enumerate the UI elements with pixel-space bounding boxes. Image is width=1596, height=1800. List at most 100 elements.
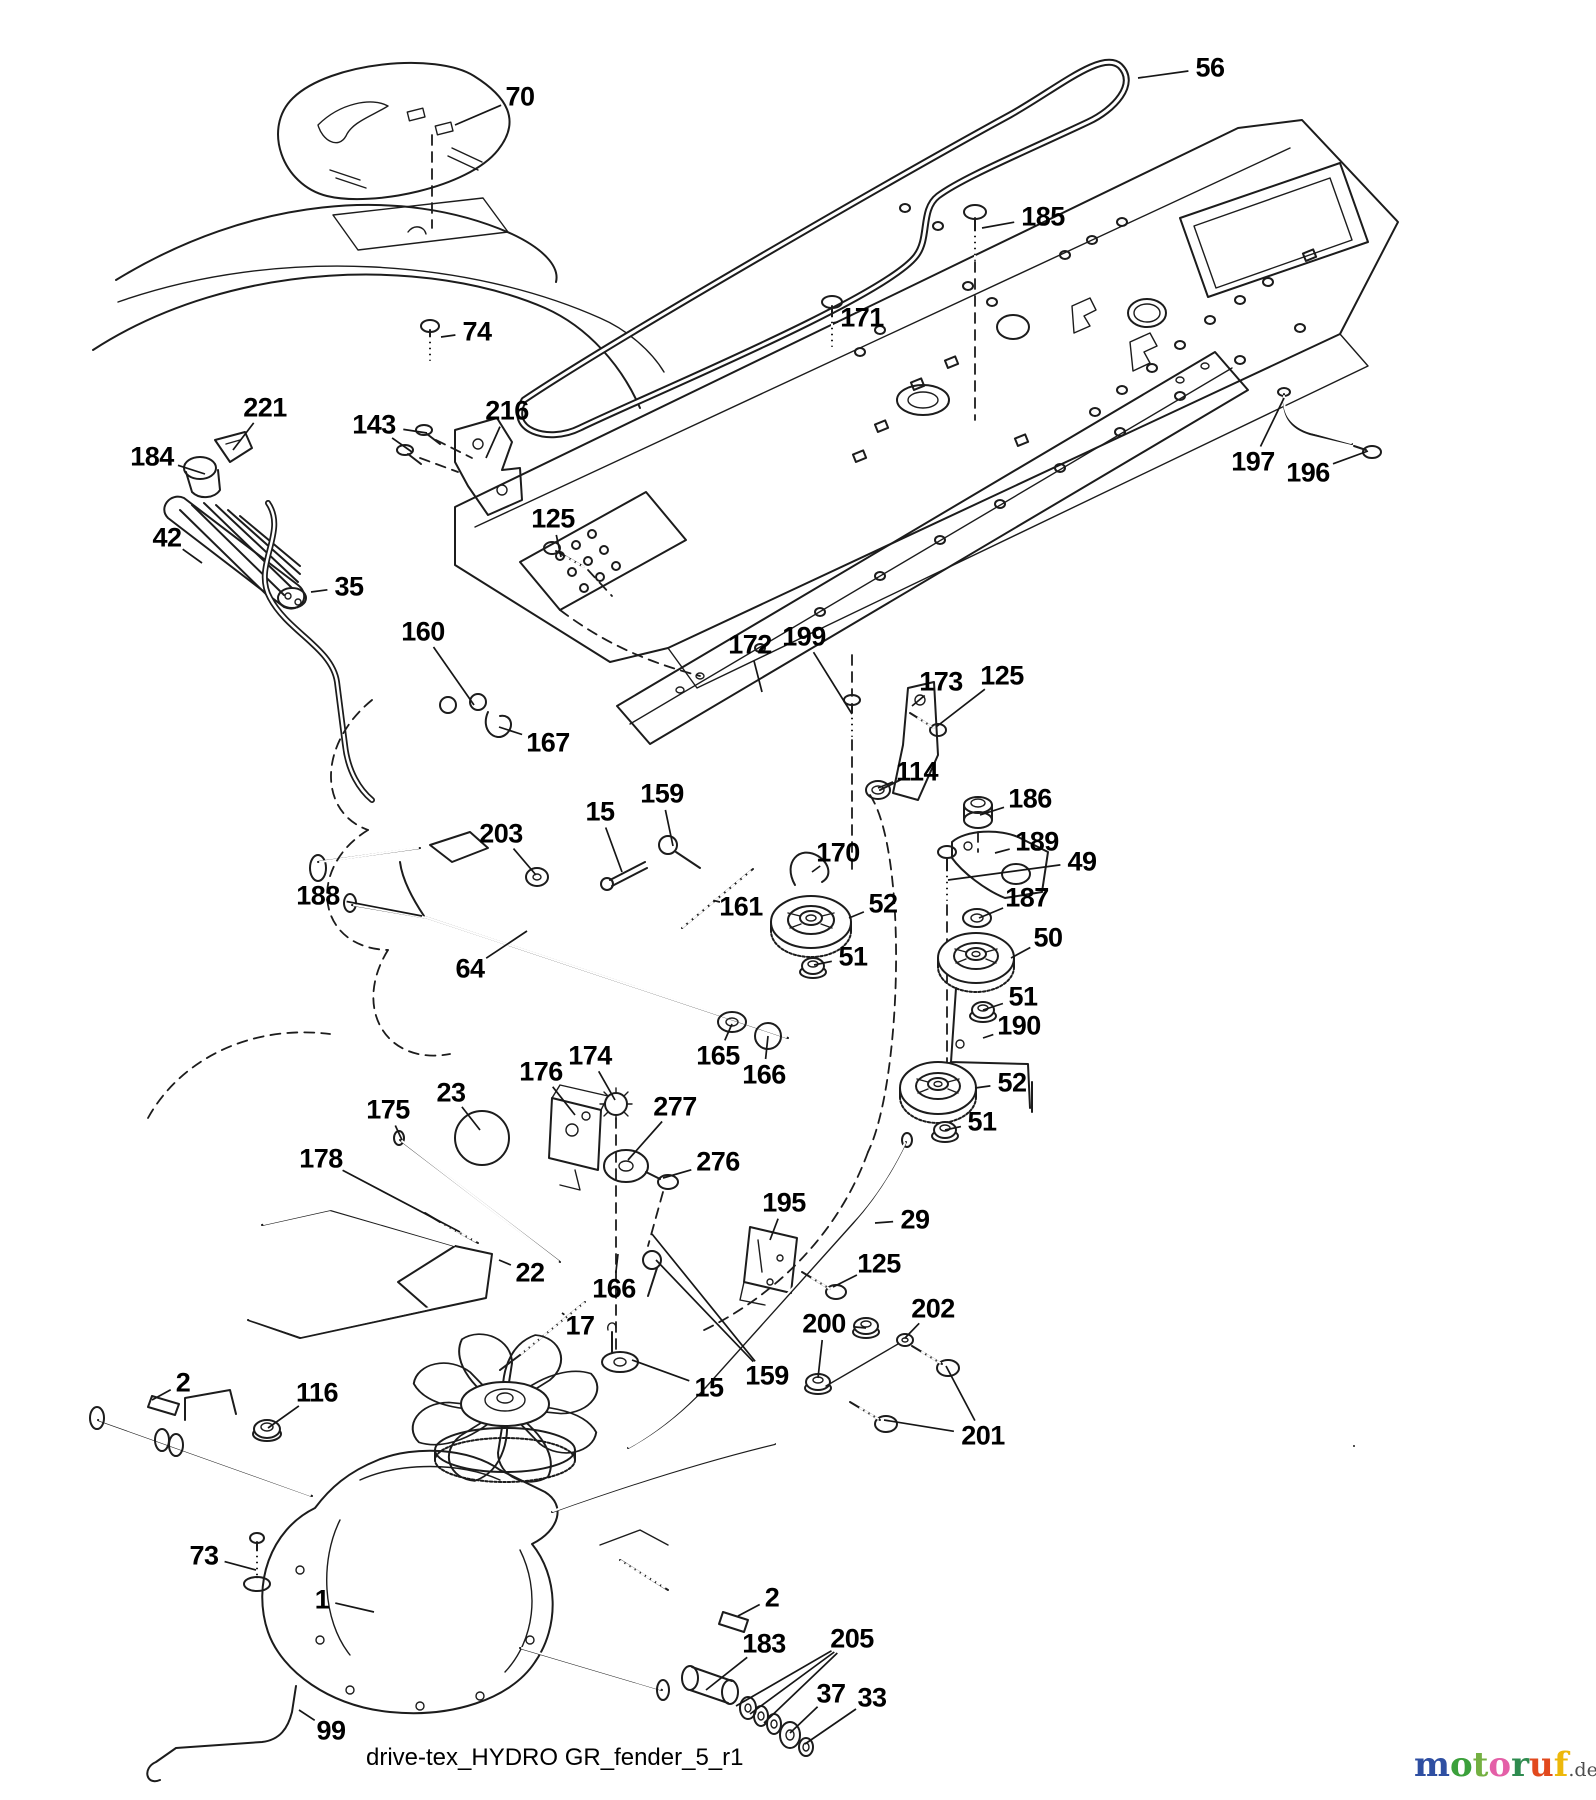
part-callout-56: 56 [1195, 52, 1225, 83]
part-callout-1: 1 [314, 1584, 330, 1615]
part-callout-2: 2 [764, 1582, 780, 1613]
leader-line-200 [853, 1326, 867, 1329]
part-callout-277: 277 [653, 1091, 697, 1122]
drive-belt [516, 58, 1130, 439]
leader-line-172 [753, 660, 763, 693]
part-callout-185: 185 [1021, 201, 1065, 232]
leader-line-165 [724, 1023, 733, 1041]
motoruf-logo[interactable]: motoruf.de [1414, 1748, 1596, 1782]
leader-line-50 [1010, 946, 1031, 959]
leader-line-51 [813, 960, 832, 966]
leader-line-2 [151, 1388, 172, 1401]
leader-line-37 [789, 1706, 819, 1734]
construction-dashes [147, 609, 897, 1333]
leader-line-276 [662, 1168, 692, 1179]
fender-console-artwork [92, 62, 665, 409]
front-channel [616, 351, 1249, 745]
part-callout-187: 187 [1005, 882, 1049, 913]
part-callout-143: 143 [352, 409, 396, 440]
part-callout-276: 276 [696, 1146, 740, 1177]
leader-line-15 [631, 1359, 690, 1382]
leader-line-22 [498, 1259, 512, 1266]
part-callout-125: 125 [980, 660, 1024, 691]
leader-line-99 [298, 1709, 316, 1722]
leader-line-70 [454, 104, 502, 126]
leader-line-195 [769, 1218, 779, 1241]
logo-suffix: .de [1568, 1759, 1596, 1781]
part-callout-2: 2 [175, 1367, 191, 1398]
logo-letter: u [1529, 1745, 1554, 1785]
part-callout-196: 196 [1286, 457, 1330, 488]
part-callout-165: 165 [696, 1040, 740, 1071]
leader-line-52 [974, 1085, 991, 1089]
part-callout-42: 42 [152, 522, 182, 553]
part-callout-175: 175 [366, 1094, 410, 1125]
leader-line-42 [182, 548, 203, 564]
leader-line-184 [177, 464, 206, 475]
part-callout-221: 221 [243, 392, 287, 423]
leader-line-216 [485, 426, 501, 459]
part-callout-195: 195 [762, 1187, 806, 1218]
leader-line-188 [346, 900, 423, 917]
part-callout-166: 166 [592, 1273, 636, 1304]
leader-line-116 [267, 1405, 300, 1429]
leader-line-174 [597, 1070, 616, 1101]
part-callout-35: 35 [334, 571, 364, 602]
part-callout-188: 188 [296, 880, 340, 911]
leader-line-49 [947, 864, 1061, 881]
part-callout-49: 49 [1067, 846, 1097, 877]
leader-line-161 [713, 899, 721, 903]
part-callout-201: 201 [961, 1420, 1005, 1451]
part-callout-29: 29 [900, 1204, 930, 1235]
part-callout-51: 51 [1008, 981, 1038, 1012]
leader-line-125 [555, 534, 562, 558]
part-callout-170: 170 [816, 837, 860, 868]
idler-brackets [843, 654, 1049, 1113]
part-callout-17: 17 [565, 1310, 595, 1341]
leader-line-170 [811, 865, 821, 873]
leader-line-205 [749, 1651, 835, 1715]
leader-line-171 [832, 321, 839, 324]
leader-line-201 [945, 1365, 976, 1421]
leader-line-176 [552, 1086, 576, 1116]
leader-line-160 [432, 646, 475, 706]
mount-hardware [804, 1317, 960, 1433]
leader-line-51 [944, 1125, 962, 1131]
leader-line-175 [394, 1125, 403, 1141]
leader-line-166 [614, 1253, 619, 1274]
leader-line-196 [1332, 450, 1369, 465]
leader-line-200 [817, 1339, 824, 1379]
leader-line-277 [627, 1120, 663, 1161]
part-callout-52: 52 [868, 888, 898, 919]
part-callout-160: 160 [401, 616, 445, 647]
frame-holes [754, 203, 1318, 653]
leader-line-185 [981, 221, 1015, 229]
part-callout-176: 176 [519, 1056, 563, 1087]
part-callout-33: 33 [857, 1682, 887, 1713]
leader-line-167 [498, 726, 523, 736]
part-callout-190: 190 [997, 1010, 1041, 1041]
part-callout-197: 197 [1231, 446, 1275, 477]
leader-line-201 [883, 1419, 955, 1433]
leader-line-197 [1259, 397, 1285, 447]
part-callout-15: 15 [694, 1372, 724, 1403]
leader-line-205 [735, 1650, 832, 1707]
part-callout-178: 178 [299, 1143, 343, 1174]
leader-line-51 [982, 1002, 1004, 1011]
leader-line-183 [705, 1656, 748, 1691]
part-callout-70: 70 [505, 81, 535, 112]
part-callout-167: 167 [526, 727, 570, 758]
leader-line-205 [763, 1652, 838, 1724]
leader-line-203 [512, 848, 537, 876]
leader-line-64 [485, 930, 528, 959]
part-callout-51: 51 [967, 1106, 997, 1137]
pedal-and-rods [163, 495, 830, 1050]
leader-line-73 [224, 1560, 257, 1571]
part-callout-159: 159 [745, 1360, 789, 1391]
leader-line-190 [982, 1033, 994, 1039]
part-callout-74: 74 [462, 316, 492, 347]
part-callout-186: 186 [1008, 783, 1052, 814]
leader-line-221 [232, 422, 255, 451]
